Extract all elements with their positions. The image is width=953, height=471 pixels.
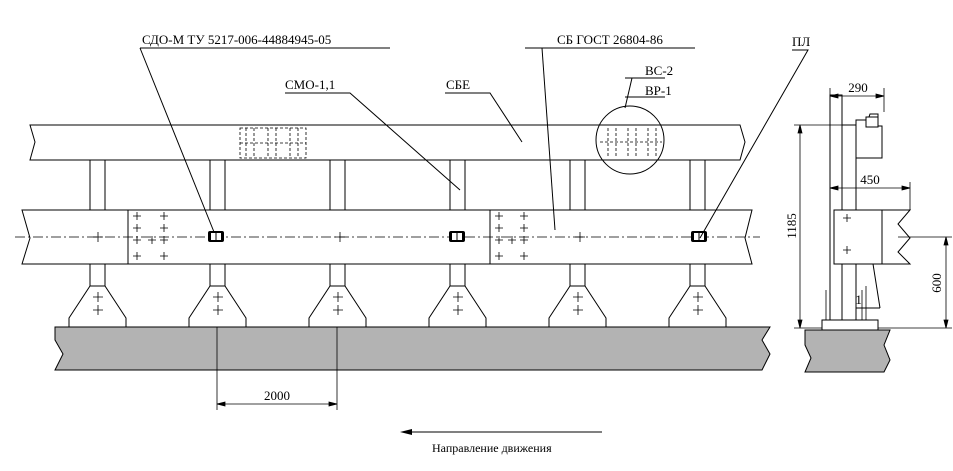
- direction-arrow: [400, 429, 602, 435]
- label-bc2: ВС-2: [645, 63, 673, 78]
- upper-rail: [29, 124, 746, 161]
- beam-crosses: [93, 212, 585, 260]
- dashed-joint-detail: [239, 127, 307, 159]
- detail-circle: [595, 105, 665, 175]
- dim-1185-text: 1185: [784, 213, 799, 239]
- side-dimension-600: [878, 236, 952, 329]
- label-sbe: СБЕ: [446, 77, 470, 92]
- dim-600-text: 600: [929, 273, 944, 293]
- direction-text: Направление движения: [432, 441, 552, 455]
- label-cdo: СДО-М ТУ 5217-006-44884945-05: [142, 32, 331, 47]
- ground-strip: [54, 326, 771, 371]
- ground-strip-side: [804, 329, 891, 373]
- label-bp1: ВР-1: [645, 83, 672, 98]
- dim-2000-text: 2000: [264, 388, 290, 403]
- lower-posts: [89, 263, 706, 287]
- side-view: [821, 94, 912, 331]
- leader-lines: [139, 47, 881, 309]
- side-dimension-290: [829, 88, 885, 112]
- dim-450-text: 450: [860, 172, 880, 187]
- side-dimension-1185: [794, 124, 842, 329]
- side-dimension-450: [829, 182, 911, 210]
- circle-detail-lines: [600, 128, 662, 156]
- label-sb-gost: СБ ГОСТ 26804-86: [557, 32, 663, 47]
- dim-290-text: 290: [848, 80, 868, 95]
- label-pl: ПЛ: [792, 34, 810, 49]
- dimension-2000: [216, 327, 338, 410]
- upper-posts: [89, 159, 706, 211]
- main-beam: [21, 209, 753, 265]
- label-cmo: СМО-1,1: [285, 77, 335, 92]
- post-bases: [68, 285, 727, 328]
- base-crosses: [93, 292, 703, 315]
